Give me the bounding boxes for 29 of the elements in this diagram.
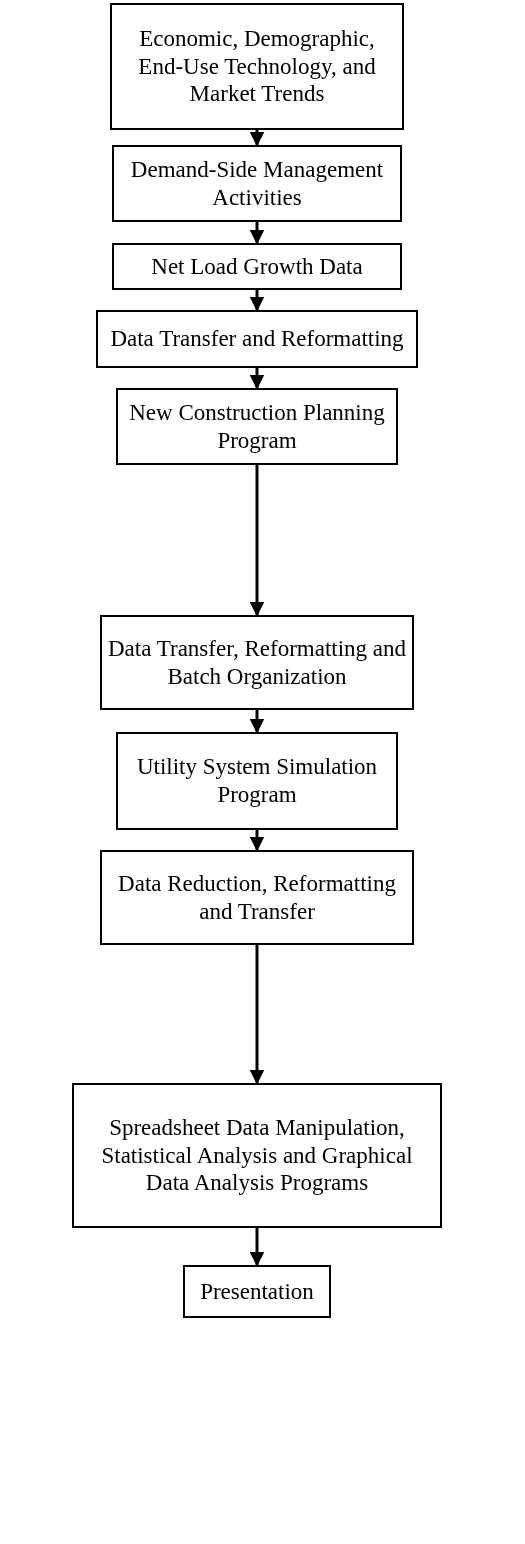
process-box xyxy=(72,1083,442,1228)
box-label: Data Transfer, Reformatting and Batch Organization xyxy=(108,634,406,691)
process-box xyxy=(116,732,398,830)
box-label: Utility System Simulation Program xyxy=(135,753,379,809)
box-label: Data Transfer and Reformatting xyxy=(110,325,404,353)
arrow xyxy=(249,290,265,312)
arrow xyxy=(249,945,265,1085)
arrow xyxy=(249,130,265,147)
process-box xyxy=(112,243,402,290)
process-box xyxy=(110,3,404,130)
box-label: Economic, Demographic, End-Use Technology, and Market Trends xyxy=(137,25,377,108)
process-box xyxy=(100,615,414,710)
box-label: Data Reduction, Reformatting and Transfer xyxy=(117,869,397,926)
process-box xyxy=(100,850,414,945)
process-box xyxy=(183,1265,331,1318)
process-box xyxy=(112,145,402,222)
box-label: Spreadsheet Data Manipulation, Statistical Analysis and Graphical Data Analysis Programs xyxy=(100,1114,414,1197)
box-label: New Construction Planning Program xyxy=(128,398,386,455)
arrow xyxy=(249,830,265,852)
arrow xyxy=(249,368,265,390)
arrow xyxy=(249,1228,265,1267)
box-label: Net Load Growth Data xyxy=(151,252,363,281)
process-box xyxy=(116,388,398,465)
arrow xyxy=(249,710,265,734)
box-label: Presentation xyxy=(200,1277,314,1306)
arrow xyxy=(249,222,265,245)
arrow xyxy=(249,465,265,617)
process-box xyxy=(96,310,418,368)
box-label: Demand-Side Management Activities xyxy=(129,155,385,212)
